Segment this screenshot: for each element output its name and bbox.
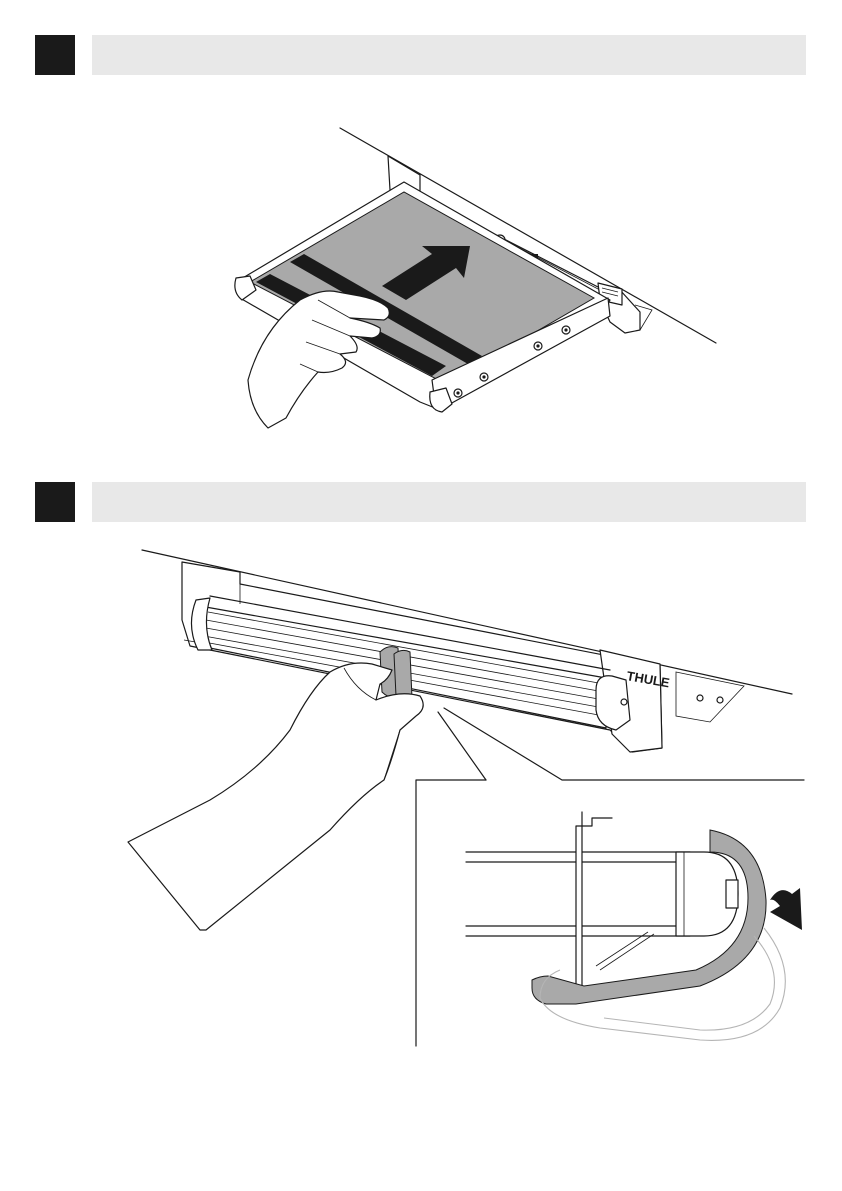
detail-frame [416,780,486,1046]
rotate-arrow-icon [770,888,802,930]
hand-holding-clip [128,663,423,930]
step-1-illustration [235,128,716,428]
detail-cross-section [466,812,738,990]
step-2-illustration: THULE [128,550,804,1046]
